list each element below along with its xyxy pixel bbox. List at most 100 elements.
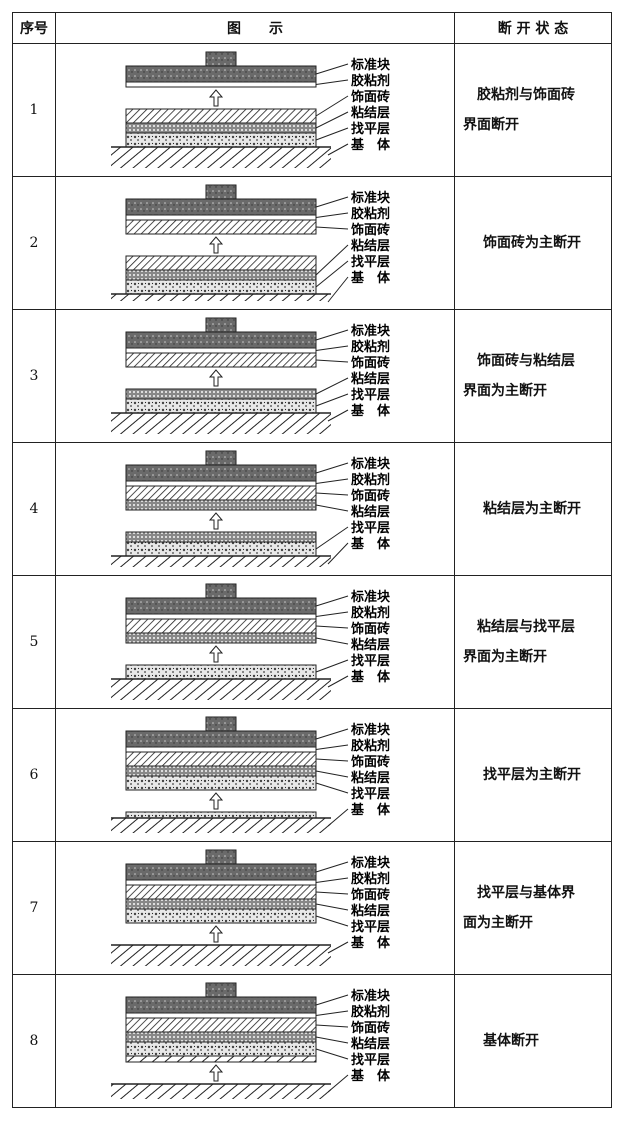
row-number: 1	[12, 43, 56, 177]
leader-line	[315, 625, 349, 629]
fracture-state-line: 胶粘剂与饰面砖	[477, 87, 575, 103]
leader-line	[315, 127, 349, 141]
layer-label: 标准块	[350, 855, 391, 871]
leader-line	[315, 79, 349, 85]
layer-adh	[125, 347, 317, 354]
layer-tile	[125, 352, 317, 368]
leader-line	[315, 504, 349, 512]
layer-block	[125, 65, 317, 83]
header-no: 序号	[12, 12, 56, 44]
layer-substrate	[111, 413, 331, 434]
leader-line	[315, 744, 349, 750]
pull-arrow-icon	[208, 89, 224, 107]
leader-line	[315, 659, 349, 673]
layer-adh	[125, 480, 317, 487]
layer-diagram-cell: 标准块胶粘剂饰面砖粘结层找平层基 体	[55, 442, 455, 576]
fracture-state-line: 界面断开	[463, 117, 519, 133]
layer-label: 饰面砖	[351, 887, 390, 903]
layer-block	[125, 730, 317, 748]
standard-block-tab	[205, 184, 237, 200]
layer-tile	[125, 485, 317, 501]
layer-label: 胶粘剂	[351, 605, 390, 621]
layer-label: 基 体	[350, 802, 391, 818]
layer-label: 基 体	[350, 137, 391, 153]
leader-line	[327, 808, 349, 827]
leader-line	[315, 903, 349, 911]
leader-line	[315, 770, 349, 778]
fracture-state: 找平层与基体界面为主断开	[454, 841, 612, 975]
layer-label: 饰面砖	[351, 89, 390, 105]
fracture-state-line: 饰面砖为主断开	[483, 235, 581, 251]
layer-level	[125, 1041, 317, 1057]
layer-label: 标准块	[350, 589, 391, 605]
layer-diagram-cell: 标准块胶粘剂饰面砖粘结层找平层基 体	[55, 708, 455, 842]
layer-tile	[125, 751, 317, 767]
layer-level	[125, 541, 317, 557]
fracture-state-line: 面为主断开	[463, 915, 533, 931]
leader-line	[315, 877, 349, 883]
layer-bond	[125, 269, 317, 281]
layer-bond	[125, 1031, 317, 1043]
layer-label: 粘结层	[350, 637, 390, 653]
leader-line	[315, 728, 349, 740]
leader-line	[327, 409, 349, 422]
layer-label: 饰面砖	[351, 488, 390, 504]
layer-tile	[125, 618, 317, 634]
layer-label: 基 体	[350, 1068, 391, 1084]
leader-line	[315, 212, 349, 218]
leader-line	[315, 377, 349, 395]
fracture-state: 饰面砖为主断开	[454, 176, 612, 310]
fracture-state: 找平层为主断开	[454, 708, 612, 842]
leader-line	[315, 63, 349, 75]
standard-block-tab	[205, 849, 237, 865]
leader-line	[315, 595, 349, 607]
layer-label: 找平层	[351, 121, 390, 137]
layer-label: 找平层	[351, 1052, 390, 1068]
layer-label: 标准块	[350, 988, 391, 1004]
layer-level	[125, 775, 317, 791]
layer-label: 粘结层	[350, 903, 390, 919]
layer-label: 胶粘剂	[351, 871, 390, 887]
layer-level	[125, 279, 317, 295]
layer-block	[125, 331, 317, 349]
layer-label: 找平层	[351, 387, 390, 403]
leader-line	[327, 542, 349, 565]
layer-substrate	[111, 147, 331, 168]
layer-label: 粘结层	[350, 504, 390, 520]
fracture-state-line: 界面为主断开	[463, 649, 547, 665]
layer-label: 找平层	[351, 254, 390, 270]
fracture-state-line: 粘结层为主断开	[483, 501, 581, 517]
layer-label: 饰面砖	[351, 1020, 390, 1036]
layer-adh	[125, 879, 317, 886]
pull-arrow-icon	[208, 369, 224, 387]
leader-line	[315, 861, 349, 873]
layer-adh	[125, 214, 317, 221]
pull-arrow-icon	[208, 925, 224, 943]
layer-tile	[125, 255, 317, 271]
fracture-state: 粘结层为主断开	[454, 442, 612, 576]
row-number: 3	[12, 309, 56, 443]
row-number: 4	[12, 442, 56, 576]
leader-line	[315, 393, 349, 407]
layer-label: 胶粘剂	[351, 206, 390, 222]
layer-label: 胶粘剂	[351, 738, 390, 754]
pull-arrow-icon	[208, 792, 224, 810]
layer-label: 粘结层	[350, 770, 390, 786]
header-row: 序号 图 示 断 开 状 态	[12, 12, 612, 44]
pull-arrow-icon	[208, 1064, 224, 1082]
leader-line	[315, 915, 349, 927]
standard-block-tab	[205, 51, 237, 67]
layer-level	[125, 664, 317, 680]
leader-line	[315, 462, 349, 474]
layer-level	[125, 398, 317, 414]
layer-adh	[125, 1012, 317, 1019]
